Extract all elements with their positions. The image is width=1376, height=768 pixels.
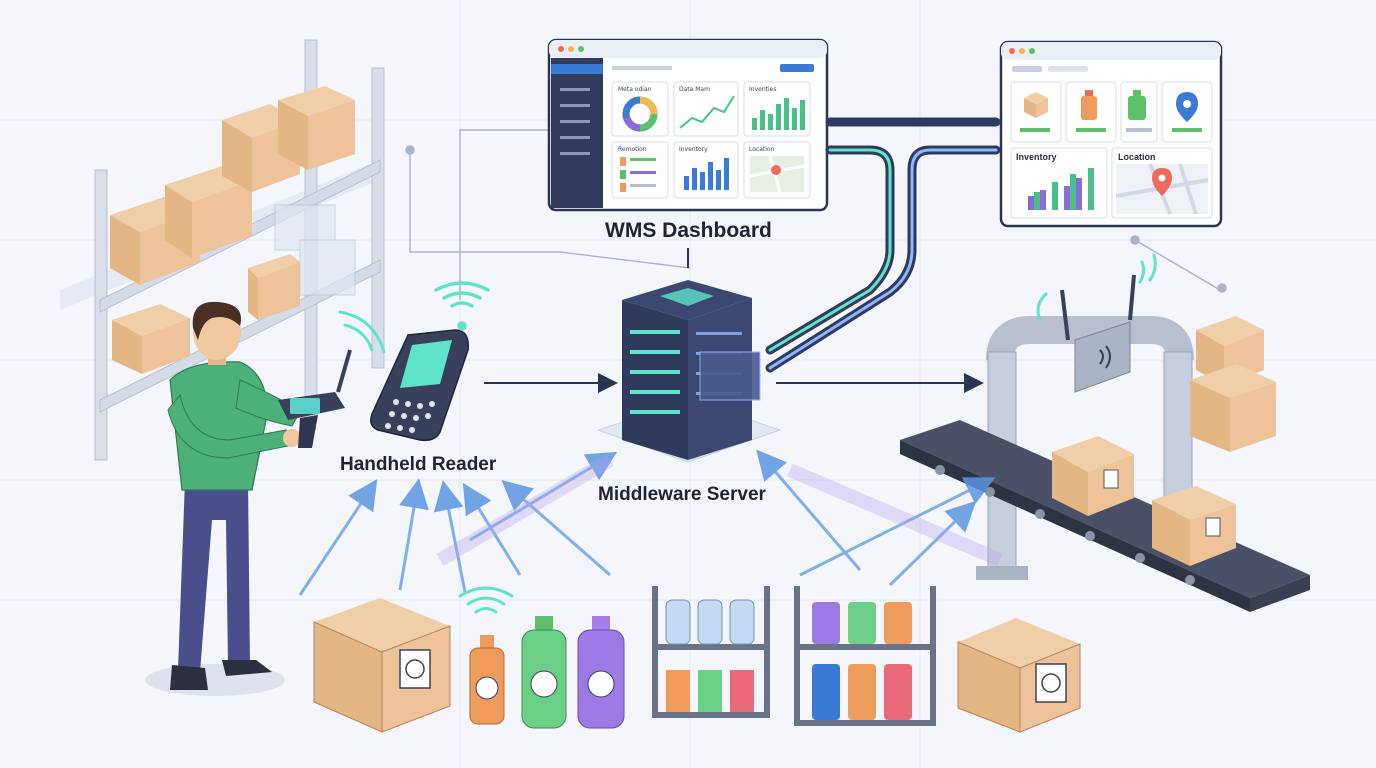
tagged-box	[314, 598, 450, 732]
svg-text:Inventies: Inventies	[749, 86, 776, 93]
stacked-boxes	[1190, 316, 1276, 452]
svg-text:Data Mam: Data Mam	[679, 86, 710, 93]
middleware-server	[598, 280, 780, 462]
dashboard-card: Inventory	[674, 142, 738, 198]
svg-text:Remotion: Remotion	[618, 146, 647, 153]
secondary-dashboard-window: Inventory Location	[1001, 42, 1221, 226]
inventory-chart-card: Inventory	[1011, 148, 1107, 218]
location-map-card: Location	[1112, 148, 1212, 218]
tagged-bottle-orange	[470, 635, 504, 724]
svg-text:Inventory: Inventory	[679, 146, 708, 153]
rf-glow-bands	[440, 460, 1000, 560]
product-tile	[1066, 82, 1116, 142]
product-tile	[1121, 82, 1157, 142]
location-tile	[1162, 82, 1212, 142]
svg-text:Location: Location	[749, 146, 775, 153]
middleware-server-label: Middleware Server	[598, 484, 767, 505]
wifi-icon	[1038, 255, 1155, 320]
svg-text:Location: Location	[1118, 152, 1156, 162]
product-tile	[1011, 82, 1061, 142]
dashboard-card: Data Mam	[674, 82, 738, 136]
shelf-box	[278, 86, 355, 170]
dashboard-card: Remotion	[612, 142, 668, 198]
svg-text:Meta odian: Meta odian	[618, 86, 652, 93]
bottle-rack	[652, 586, 770, 718]
wms-dashboard-window: Meta odian Data Mam Inventies Remotion I	[549, 40, 827, 210]
bag-rack	[794, 586, 936, 726]
dashboard-card: Inventies	[744, 82, 810, 136]
dashboard-card: Location	[744, 142, 810, 198]
tagged-bottle-purple	[578, 616, 624, 728]
wms-dashboard-label: WMS Dashboard	[605, 219, 772, 242]
tagged-bottle-green	[522, 616, 566, 728]
dashboard-card: Meta odian	[612, 82, 668, 136]
handheld-reader-device	[371, 283, 488, 440]
wifi-icon	[436, 283, 488, 329]
svg-text:Inventory: Inventory	[1016, 152, 1057, 162]
rf-rays	[300, 454, 990, 595]
handheld-reader-label: Handheld Reader	[340, 454, 497, 475]
tagged-box-right	[958, 618, 1080, 732]
